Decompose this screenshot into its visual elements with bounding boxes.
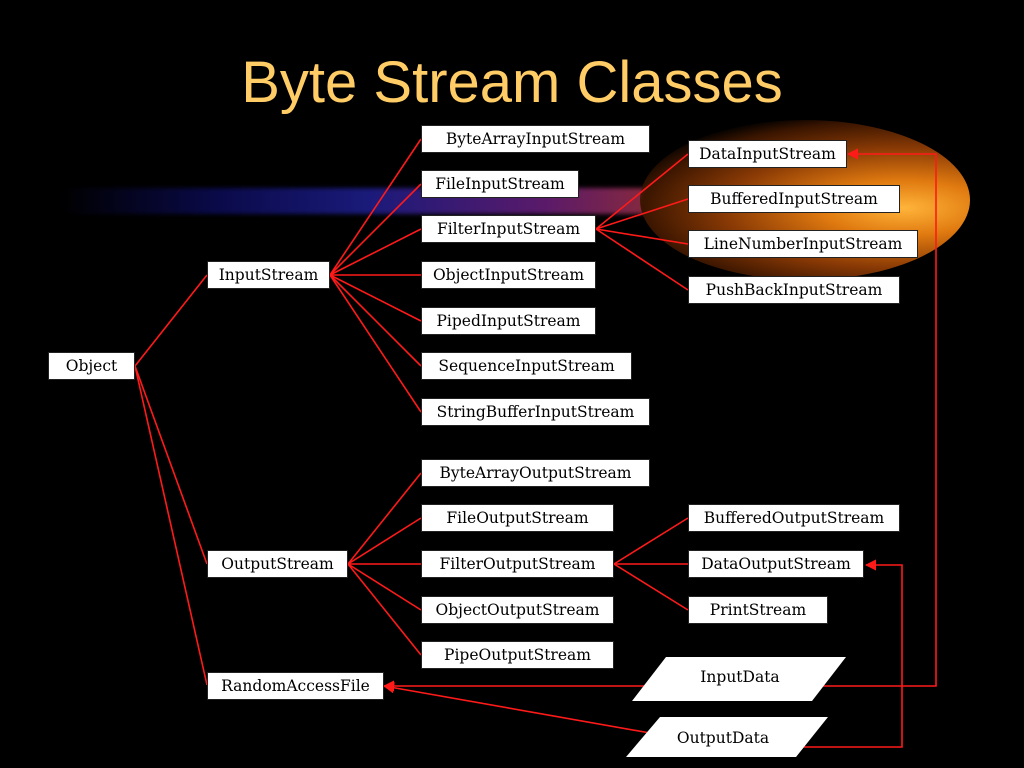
edge-object-inputstream bbox=[134, 274, 208, 367]
edge-filterinput-pushback bbox=[595, 228, 689, 291]
slide-title: Byte Stream Classes bbox=[241, 50, 783, 115]
node-bytearrayinputstream: ByteArrayInputStream bbox=[421, 125, 650, 153]
edge-filterinput-linenumber bbox=[595, 228, 689, 245]
edge-inputdata-datainputstream bbox=[812, 148, 937, 687]
inputdata-parallelogram bbox=[632, 657, 846, 701]
node-objectoutputstream: ObjectOutputStream bbox=[421, 596, 614, 624]
node-filteroutputstream: FilterOutputStream bbox=[421, 550, 614, 578]
outputdata-label: OutputData bbox=[677, 729, 769, 747]
inputdata-label: InputData bbox=[700, 668, 779, 686]
edge-outputdata-dataoutputstream bbox=[800, 559, 903, 748]
edge-filterinput-data bbox=[595, 153, 689, 230]
edge-outputstream-file bbox=[347, 517, 422, 565]
node-object: Object bbox=[48, 352, 135, 380]
edge-outputstream-pipe bbox=[347, 563, 422, 656]
node-pushbackinputstream: PushBackInputStream bbox=[688, 276, 900, 304]
node-outputstream: OutputStream bbox=[207, 550, 348, 578]
node-datainputstream: DataInputStream bbox=[688, 140, 847, 168]
node-pipedinputstream: PipedInputStream bbox=[421, 307, 596, 335]
edge-inputstream-piped bbox=[329, 274, 422, 322]
node-printstream: PrintStream bbox=[688, 596, 828, 624]
edge-outputstream-bytearray bbox=[347, 472, 422, 565]
node-bytearrayoutputstream: ByteArrayOutputStream bbox=[421, 459, 650, 487]
edge-inputstream-file bbox=[329, 183, 422, 276]
node-objectinputstream: ObjectInputStream bbox=[421, 261, 596, 289]
node-inputstream: InputStream bbox=[207, 261, 330, 289]
edge-inputstream-bytearray bbox=[329, 138, 422, 276]
node-fileoutputstream: FileOutputStream bbox=[421, 504, 614, 532]
node-stringbufferinputstream: StringBufferInputStream bbox=[421, 398, 650, 426]
node-fileinputstream: FileInputStream bbox=[421, 170, 579, 198]
node-sequenceinputstream: SequenceInputStream bbox=[421, 352, 632, 380]
edge-inputstream-filter bbox=[329, 228, 422, 276]
edge-filterinput-buffered bbox=[595, 198, 689, 230]
edge-object-randomaccessfile bbox=[134, 365, 208, 686]
node-bufferedoutputstream: BufferedOutputStream bbox=[688, 504, 900, 532]
edge-inputstream-sequence bbox=[329, 274, 422, 367]
node-pipeoutputstream: PipeOutputStream bbox=[421, 641, 614, 669]
edge-filteroutput-buffered bbox=[613, 517, 689, 565]
node-dataoutputstream: DataOutputStream bbox=[688, 550, 864, 578]
outputdata-parallelogram bbox=[626, 717, 828, 757]
edge-filteroutput-print bbox=[613, 563, 689, 611]
node-filterinputstream: FilterInputStream bbox=[421, 215, 596, 243]
edge-outputstream-object bbox=[347, 563, 422, 611]
node-linenumberinputstream: LineNumberInputStream bbox=[688, 230, 918, 258]
edge-object-outputstream bbox=[134, 365, 208, 565]
edge-outputdata-randomaccessfile bbox=[382, 682, 651, 734]
node-randomaccessfile: RandomAccessFile bbox=[207, 672, 384, 700]
node-bufferedinputstream: BufferedInputStream bbox=[688, 185, 900, 213]
edge-inputstream-stringbuffer bbox=[329, 274, 422, 413]
